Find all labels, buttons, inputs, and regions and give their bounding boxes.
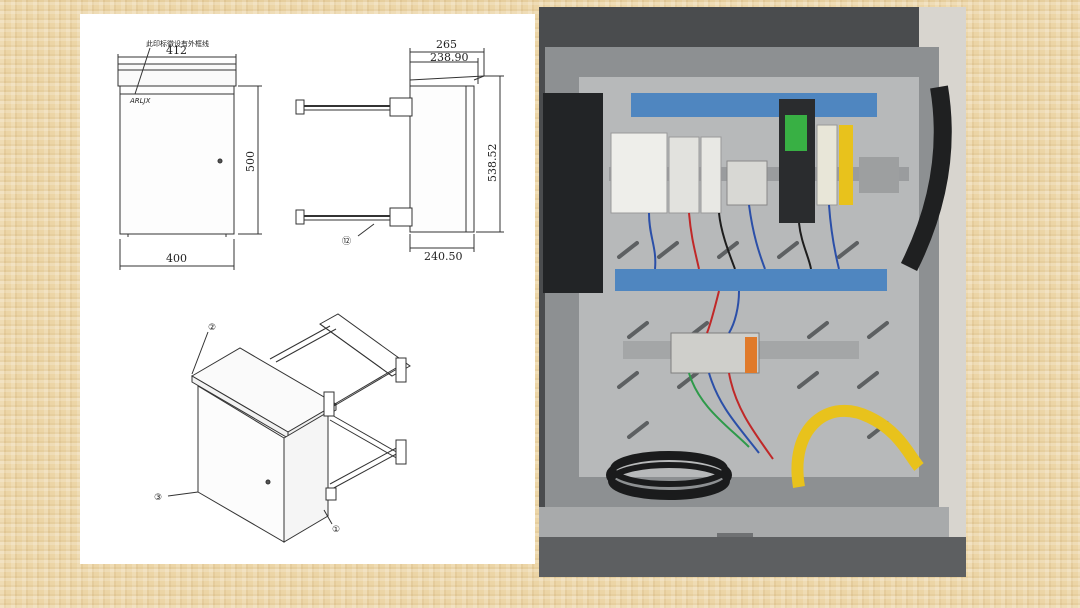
power-supply [543,93,603,293]
photo-bottom [539,537,966,577]
external-cable [900,85,952,272]
cable-duct-middle [615,269,887,291]
front-view [117,47,262,270]
wires-upper [648,204,840,270]
callout-3: ③ [154,493,162,503]
wires-lower [688,290,774,460]
signal-protector [816,124,838,206]
dim-side-depth-outer: 265 [436,38,457,51]
dim-top-width: 412 [166,44,187,57]
enclosure-photo [539,7,966,577]
dim-side-depth-inner: 238.90 [430,51,469,64]
brand-mark: ARLJX [129,97,151,105]
terminal-group-upper [726,160,768,206]
surge-protector-2 [700,136,722,214]
enclosure-photo-illustration [539,7,966,577]
callout-12: ⑫ [342,236,351,247]
dim-bottom-width: 400 [166,252,187,265]
cable-coil [606,451,732,500]
isometric-view [167,313,411,543]
circuit-breaker [610,132,668,214]
dim-height: 500 [244,151,257,172]
yellow-conduit [791,404,924,488]
side-view [295,48,504,252]
note-label: 此印标徽设有外框线 [146,39,209,48]
relay-indicator [785,115,807,151]
callout-2: ② [208,323,216,333]
cable-duct-top [631,93,877,117]
enclosure-drawing: 此印标徽设有外框线 ARLJX 412 400 500 [117,38,504,543]
terminal-end-orange [745,337,757,373]
surge-protector-1 [668,136,700,214]
dim-side-depth-bottom: 240.50 [424,250,463,263]
terminal-block [670,332,760,374]
yellow-module [839,125,853,205]
callout-1: ① [332,525,340,535]
technical-drawing-panel: 此印标徽设有外框线 ARLJX 412 400 500 [80,14,535,564]
bracket [859,157,899,193]
enclosure-bottom-edge [539,507,949,537]
dim-side-height: 538.52 [486,144,499,183]
